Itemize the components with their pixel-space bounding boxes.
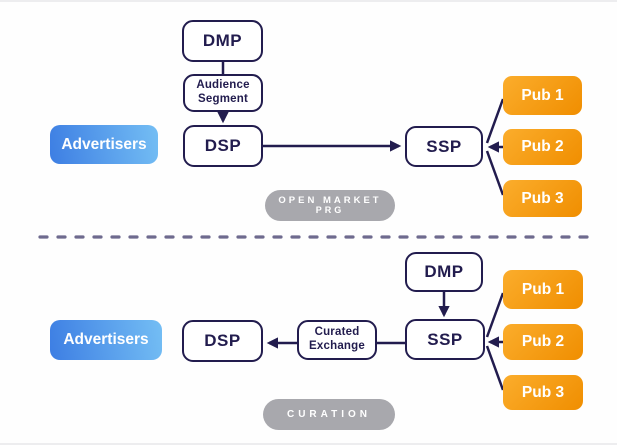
ssp-node-top: SSP (405, 126, 483, 167)
open-market-badge-line1: Open Market (278, 194, 382, 206)
pub3-node-top: Pub 3 (503, 180, 582, 217)
audience-segment-node: Audience Segment (183, 74, 263, 112)
curation-badge: CURATION (263, 399, 395, 430)
pub2-node-top: Pub 2 (503, 129, 582, 165)
pub1-node-bottom: Pub 1 (503, 270, 583, 309)
pub3-node-bottom: Pub 3 (503, 375, 583, 410)
edge-pub1-to-ssp-bottom (485, 292, 505, 338)
pub1-node-top: Pub 1 (503, 76, 582, 115)
ssp-node-bottom: SSP (405, 319, 485, 360)
dsp-node-bottom: DSP (182, 320, 263, 362)
advertisers-node-bottom: Advertisers (50, 320, 162, 360)
advertisers-node-top: Advertisers (50, 125, 158, 164)
open-market-badge-line2: PRG (315, 205, 345, 216)
curation-badge-label: CURATION (286, 409, 372, 420)
edge-pub3-to-ssp-bottom (485, 345, 505, 391)
edge-pub3-to-ssp (485, 150, 505, 196)
edge-pub1-to-ssp (485, 98, 505, 144)
dmp-node-bottom: DMP (405, 252, 483, 292)
open-market-badge: Open Market PRG (265, 190, 395, 221)
dsp-node-top: DSP (183, 125, 263, 167)
pub2-node-bottom: Pub 2 (503, 324, 583, 360)
dmp-node-top: DMP (182, 20, 263, 62)
curated-exchange-node: Curated Exchange (297, 320, 377, 360)
